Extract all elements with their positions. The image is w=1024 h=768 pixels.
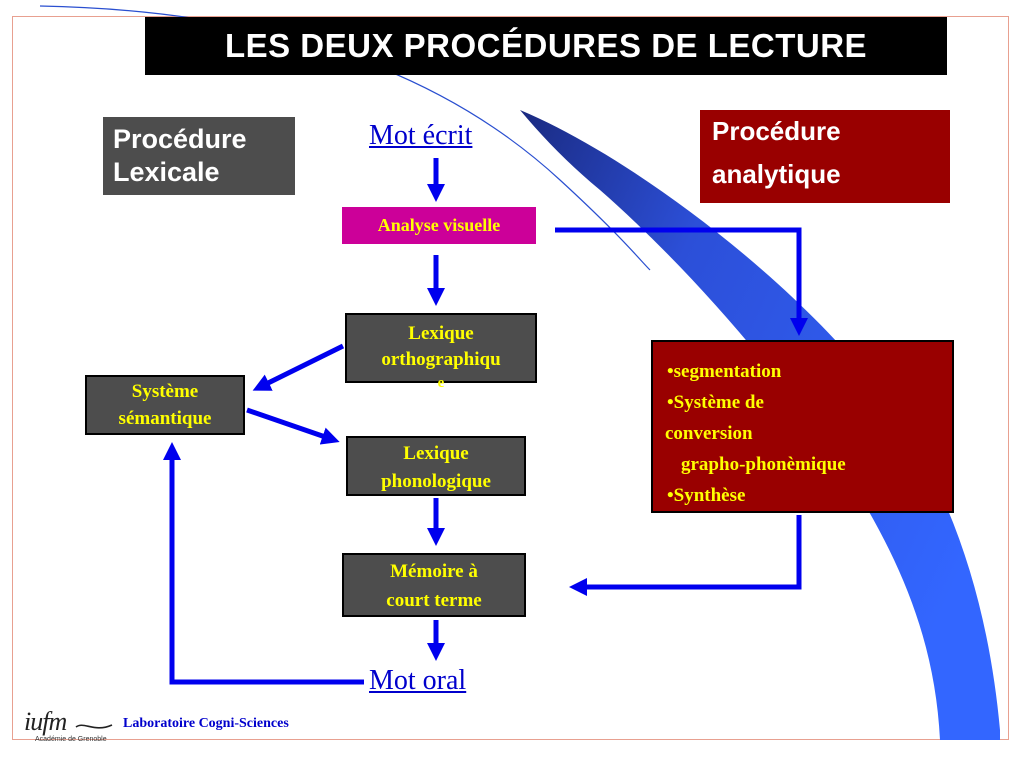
- arrow-analyse-procedure-analytique: [555, 227, 808, 336]
- mot-oral-node: Mot oral: [369, 665, 467, 696]
- analyse-visuelle-node: Analyse visuelle: [342, 207, 536, 244]
- procedure-analytique-line2: analytique: [712, 159, 841, 189]
- lexique-ortho-line3: e: [437, 375, 445, 391]
- systeme-semantique-node: Système sémantique: [85, 375, 245, 435]
- iufm-logo-subtitle: Académie de Grenoble: [35, 736, 107, 743]
- lexique-phono-line2: phonologique: [381, 471, 491, 492]
- step-segmentation: •segmentation: [667, 361, 782, 382]
- lexique-orthographique-node: Lexique orthographiqu e: [345, 313, 537, 391]
- step-conversion: conversion: [665, 423, 753, 444]
- memoire-court-terme-node: Mémoire à court terme: [342, 553, 526, 617]
- procedure-lexicale-line1: Procédure: [113, 124, 247, 154]
- lab-name: Laboratoire Cogni-Sciences: [123, 716, 289, 731]
- step-synthese: •Synthèse: [667, 485, 746, 506]
- arrow-analytique-memoire: [569, 515, 802, 596]
- lexique-ortho-line1: Lexique: [408, 323, 474, 344]
- iufm-logo-text: iufm: [24, 707, 67, 736]
- procedure-lexicale-label: Procédure Lexicale: [103, 117, 295, 195]
- systeme-semantique-line2: sémantique: [118, 408, 212, 429]
- lexique-phono-line1: Lexique: [403, 443, 469, 464]
- step-systeme-de: •Système de: [667, 392, 764, 413]
- memoire-line2: court terme: [386, 590, 482, 611]
- slide-frame: [12, 16, 1009, 740]
- arrow-mot-oral-semantique: [163, 442, 364, 685]
- logo-swash-icon: [75, 724, 113, 729]
- mot-ecrit-node: Mot écrit: [369, 120, 473, 151]
- procedure-analytique-steps: •segmentation •Système de conversion gra…: [651, 340, 954, 513]
- memoire-line1: Mémoire à: [390, 561, 478, 582]
- systeme-semantique-line1: Système: [131, 381, 199, 402]
- procedure-lexicale-line2: Lexicale: [113, 157, 220, 187]
- slide-title: LES DEUX PROCÉDURES DE LECTURE: [145, 17, 947, 75]
- lexique-ortho-line2: orthographiqu: [381, 349, 501, 370]
- iufm-logo: iufm Académie de Grenoble: [22, 707, 122, 749]
- arrow-ortho-semantique: [252, 343, 345, 391]
- procedure-analytique-line1: Procédure: [712, 116, 841, 146]
- step-grapho-phonemique: grapho-phonèmique: [681, 454, 846, 475]
- procedure-analytique-label: Procédure analytique: [700, 110, 950, 203]
- arrow-semantique-phono: [246, 407, 340, 445]
- lexique-phonologique-node: Lexique phonologique: [346, 436, 526, 496]
